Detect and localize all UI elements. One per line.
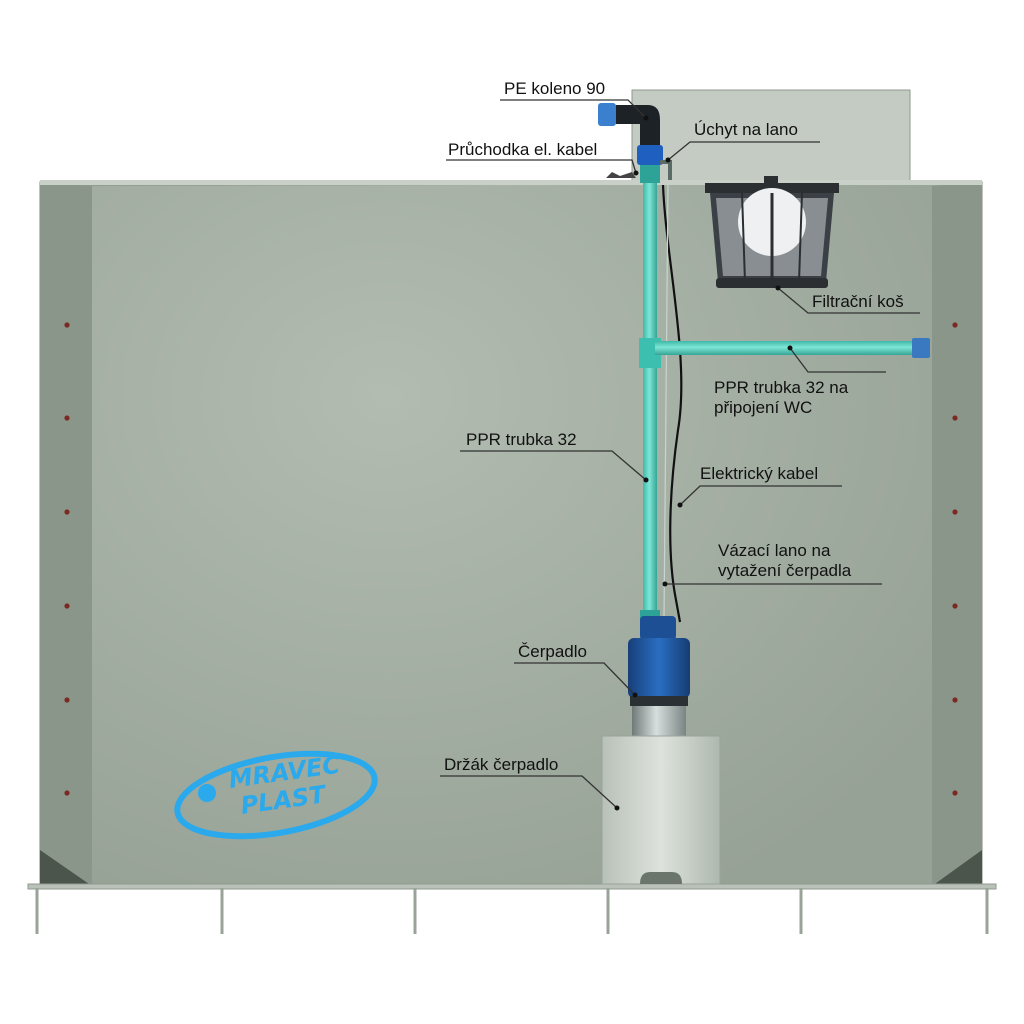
ppr-pipe-vertical-body	[643, 150, 657, 622]
label-vazaci-line1: Vázací lano na	[718, 541, 831, 560]
leader-uchyt	[667, 141, 820, 161]
label-elektricky: Elektrický kabel	[700, 464, 819, 483]
pump-collar	[630, 696, 688, 706]
ppr-pipe-coupling	[640, 165, 660, 183]
bolt	[64, 603, 70, 609]
leader-pruchodka	[446, 159, 637, 174]
lifting-rope	[663, 184, 669, 619]
leader-dot	[614, 805, 620, 811]
rope-hook-icon	[660, 160, 672, 180]
bolt	[952, 415, 958, 421]
logo-swoosh	[174, 750, 378, 840]
tank-bolts	[64, 322, 958, 796]
label-filtracni: Filtrační koš	[812, 292, 904, 311]
bolt	[64, 509, 70, 515]
label-vazaci-line2: vytažení čerpadla	[718, 561, 852, 580]
leader-dot	[643, 477, 649, 483]
ppr-pipe-horizontal	[655, 338, 930, 358]
label-ppr-wc-line1: PPR trubka 32 na	[714, 378, 849, 397]
ppr-pipe-horizontal-body	[655, 341, 917, 355]
cable-gland-icon	[606, 172, 636, 178]
bolt	[952, 322, 958, 328]
leader-lines	[440, 99, 920, 809]
pipe-elbow-blue-nut	[637, 145, 663, 165]
leader-ppr-wc	[789, 347, 886, 373]
label-ppr-wc: PPR trubka 32 na připojení WC	[714, 378, 848, 418]
leader-pe-koleno	[500, 99, 647, 119]
leader-drzak	[440, 775, 618, 809]
bolt	[952, 697, 958, 703]
tank-top-box	[631, 89, 911, 186]
leader-cerpadlo	[514, 662, 636, 696]
pump-holder-body	[601, 735, 721, 885]
leader-filtracni	[777, 287, 920, 314]
label-uchyt: Úchyt na lano	[694, 120, 798, 139]
electric-cable	[661, 184, 683, 623]
tank-legs	[35, 888, 989, 934]
tank-left-bottom-shade	[40, 850, 92, 886]
filter-basket-icon	[705, 176, 839, 288]
leader-dot	[633, 170, 639, 176]
tank-top-rim	[40, 180, 982, 185]
filter-basket-bottom	[716, 278, 828, 288]
bolt	[64, 790, 70, 796]
leader-dot	[787, 345, 793, 351]
pump-icon	[628, 616, 690, 738]
pump-motor	[632, 706, 686, 738]
leader-dot	[632, 692, 638, 698]
leader-dot	[775, 285, 781, 291]
bolt	[64, 415, 70, 421]
pipe-elbow-icon	[598, 103, 663, 165]
label-pe-koleno: PE koleno 90	[504, 79, 606, 98]
pump-holder-notch	[640, 872, 682, 884]
tank-left-corner	[40, 182, 92, 886]
label-drzak: Držák čerpadlo	[444, 755, 559, 774]
leader-dot	[662, 581, 668, 587]
leader-dot	[665, 157, 671, 163]
tank-base-rail	[27, 883, 997, 890]
filter-basket-handle	[764, 176, 778, 184]
tank-inner-wall	[92, 186, 932, 886]
bolt	[952, 790, 958, 796]
label-ppr-trubka: PPR trubka 32	[466, 430, 577, 449]
bolt	[952, 509, 958, 515]
logo-ant-icon	[198, 784, 216, 802]
pump-holder-icon	[601, 735, 721, 885]
pump-top-handle	[640, 616, 676, 640]
filter-basket-rib	[798, 192, 803, 283]
leader-dot	[677, 502, 683, 508]
tank-right-corner	[932, 182, 982, 886]
filter-basket-rib	[741, 192, 746, 283]
label-pruchodka: Průchodka el. kabel	[448, 140, 598, 159]
pipe-elbow-blue-nut	[598, 103, 616, 126]
label-vazaci: Vázací lano na vytažení čerpadla	[718, 541, 851, 581]
logo: MRAVEC PLAST	[174, 750, 378, 840]
bolt	[64, 697, 70, 703]
bolt	[64, 322, 70, 328]
tank-body	[27, 89, 997, 890]
ppr-pipe-end-cap	[912, 338, 930, 358]
bolt	[952, 603, 958, 609]
tank-right-bottom-shade	[932, 850, 982, 886]
pump-body	[628, 638, 690, 698]
leader-dots	[614, 115, 793, 811]
pipe-elbow-body	[616, 105, 660, 150]
leader-dot	[643, 115, 649, 121]
label-ppr-wc-line2: připojení WC	[714, 398, 813, 417]
leader-elektricky	[679, 485, 842, 506]
leader-ppr-trubka	[460, 450, 647, 481]
label-cerpadlo: Čerpadlo	[518, 642, 587, 661]
